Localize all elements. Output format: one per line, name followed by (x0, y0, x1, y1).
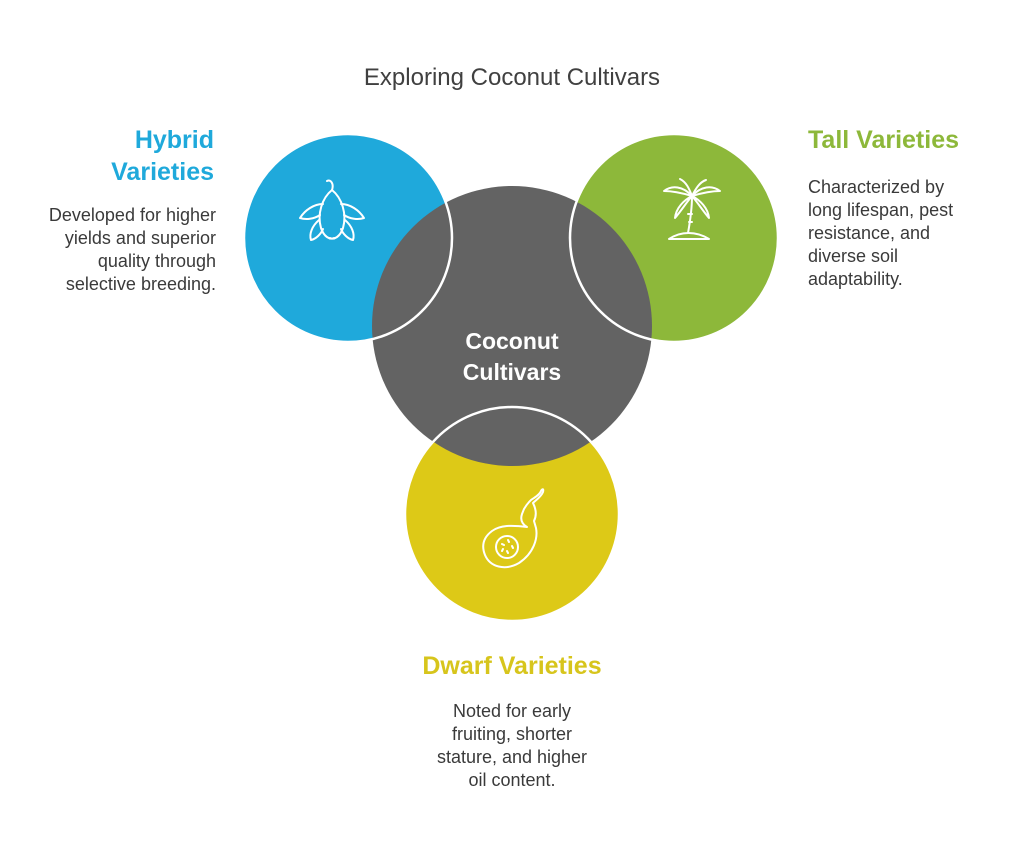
hybrid-heading: Hybrid Varieties (14, 124, 214, 188)
center-circle (372, 186, 652, 466)
hybrid-heading-line2: Varieties (111, 158, 214, 186)
tall-desc-line: Characterized by (808, 177, 945, 197)
hybrid-desc-line: Developed for higher (48, 205, 216, 225)
dwarf-description: Noted for early fruiting, shorter statur… (412, 700, 612, 792)
hybrid-description: Developed for higher yields and superior… (6, 204, 216, 296)
dwarf-desc-line: Noted for early (452, 701, 572, 721)
dwarf-circle (405, 407, 619, 621)
tall-desc-line: adaptability. (808, 269, 903, 289)
hybrid-heading-line1: Hybrid (134, 126, 214, 154)
tall-heading: Tall Varieties (808, 126, 960, 154)
center-label: Coconut Cultivars (412, 326, 612, 388)
diagram-title: Exploring Coconut Cultivars (363, 64, 661, 91)
papaya-icon (482, 488, 545, 569)
center-label-line2: Cultivars (462, 359, 562, 385)
palm-tree-icon (663, 178, 721, 240)
center-label-line1: Coconut (465, 328, 559, 354)
dwarf-heading: Dwarf Varieties (422, 652, 602, 680)
dwarf-desc-line: fruiting, shorter (451, 724, 573, 744)
dwarf-desc-line: oil content. (468, 770, 556, 790)
hybrid-desc-line: selective breeding. (65, 274, 216, 294)
tall-desc-line: long lifespan, pest (808, 200, 954, 220)
hybrid-outline (242, 132, 454, 344)
tall-desc-line: diverse soil (808, 246, 899, 266)
tall-outline (568, 132, 780, 344)
tall-desc-line: resistance, and (808, 223, 931, 243)
dwarf-outline (403, 405, 621, 623)
tall-description: Characterized by long lifespan, pest res… (808, 176, 1008, 291)
dwarf-desc-line: stature, and higher (436, 747, 588, 767)
hybrid-desc-line: quality through (97, 251, 216, 271)
banana-bunch-icon (299, 179, 365, 241)
hybrid-desc-line: yields and superior (64, 228, 216, 248)
